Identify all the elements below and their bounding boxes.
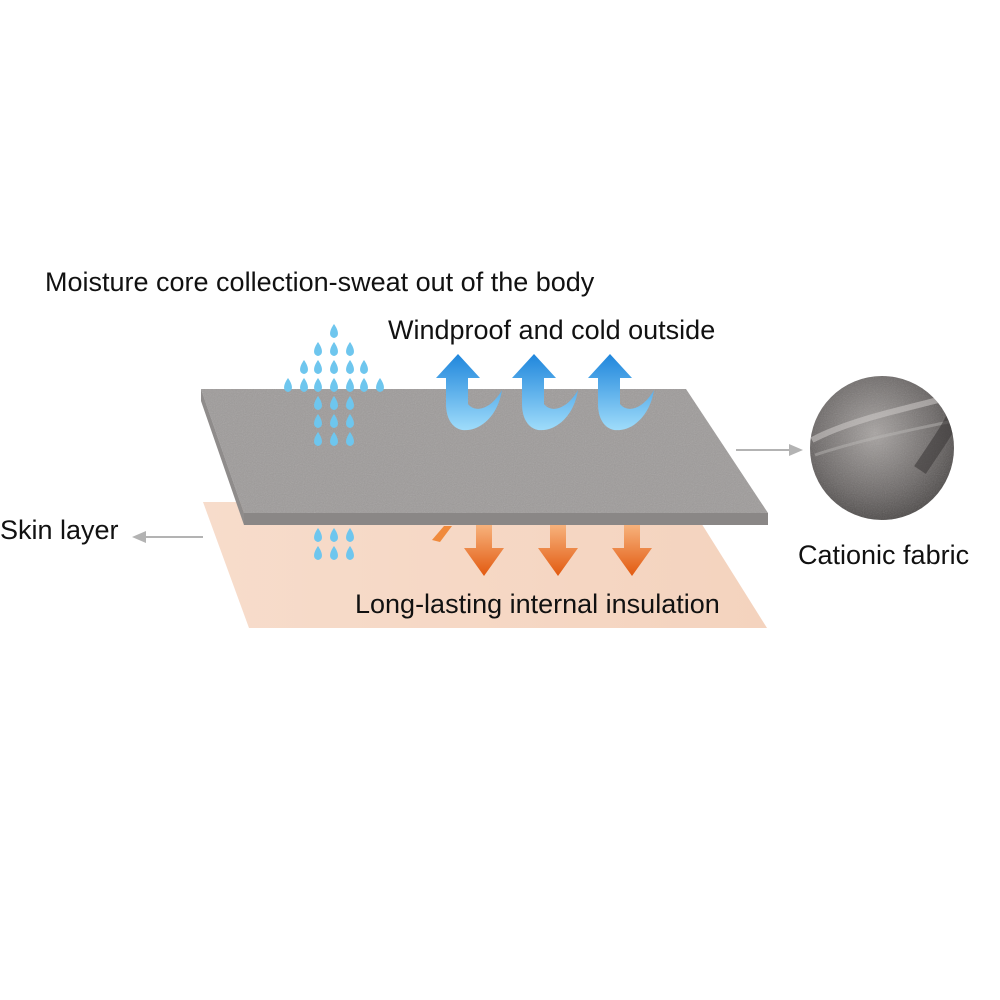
water-drop-icon	[346, 342, 354, 356]
water-drop-icon	[330, 360, 338, 374]
water-drop-icon	[300, 360, 308, 374]
water-drop-icon	[314, 342, 322, 356]
water-drop-icon	[314, 360, 322, 374]
skin-layer-label: Skin layer	[0, 517, 119, 544]
water-drop-icon	[314, 378, 322, 392]
water-drop-icon	[360, 360, 368, 374]
water-drop-icon	[360, 378, 368, 392]
cationic-fabric-label: Cationic fabric	[798, 542, 969, 569]
water-drop-icon	[284, 378, 292, 392]
cationic-fabric-closeup	[810, 376, 960, 520]
insulation-label: Long-lasting internal insulation	[355, 591, 720, 618]
windproof-label: Windproof and cold outside	[388, 317, 715, 344]
water-drop-icon	[330, 378, 338, 392]
water-drop-icon	[346, 378, 354, 392]
water-drop-icon	[376, 378, 384, 392]
moisture-label: Moisture core collection-sweat out of th…	[45, 269, 594, 296]
water-drop-icon	[330, 324, 338, 338]
water-drop-icon	[346, 360, 354, 374]
water-drop-icon	[300, 378, 308, 392]
water-drop-icon	[330, 342, 338, 356]
fabric-pointer-arrow	[736, 444, 803, 456]
skin-pointer-arrow	[132, 531, 203, 543]
